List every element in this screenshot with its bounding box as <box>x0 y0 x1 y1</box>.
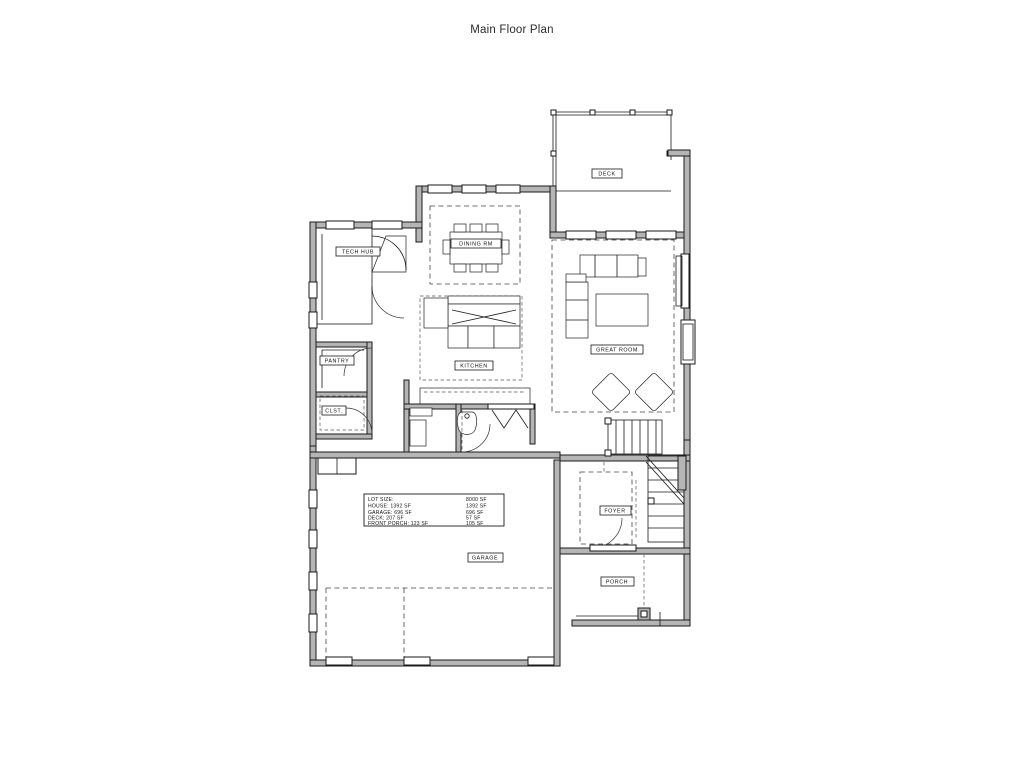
pantry-closet-block <box>315 341 373 440</box>
svg-text:DINING RM: DINING RM <box>459 241 493 247</box>
page-title: Main Floor Plan <box>470 24 554 36</box>
room-label-tech-hub: TECH HUB <box>335 246 381 257</box>
svg-text:KITCHEN: KITCHEN <box>460 363 488 369</box>
room-label-closet: CLST. <box>321 405 347 416</box>
area-row-label-4: FRONT PORCH: 123 SF <box>368 521 428 527</box>
dining-room <box>427 184 521 285</box>
area-row-label-0: LOT SIZE: <box>368 497 394 503</box>
front-porch <box>571 554 661 627</box>
staircase <box>604 417 687 543</box>
room-labels: TECH HUB DINING RM KITCHEN GREAT ROOM DE… <box>319 168 644 587</box>
kitchen-area <box>419 295 531 405</box>
area-row-value-0: 8000 SF <box>466 497 487 503</box>
area-row-value-3: 57 SF <box>466 515 481 521</box>
room-label-deck: DECK <box>591 168 623 179</box>
svg-text:DECK: DECK <box>598 171 615 177</box>
deck-area <box>550 109 673 194</box>
area-row-label-3: DECK: 207 SF <box>368 515 404 521</box>
area-row-value-1: 1392 SF <box>466 503 487 509</box>
svg-text:TECH HUB: TECH HUB <box>342 249 374 255</box>
foyer-area <box>579 462 637 552</box>
mudroom-powder-room <box>403 379 536 453</box>
svg-text:PANTRY: PANTRY <box>325 358 350 364</box>
svg-text:FOYER: FOYER <box>604 508 625 514</box>
svg-text:GARAGE: GARAGE <box>472 555 498 561</box>
room-label-porch: PORCH <box>600 576 635 587</box>
tech-hub-room <box>308 220 407 329</box>
room-label-foyer: FOYER <box>599 505 632 516</box>
great-room <box>551 230 696 413</box>
room-label-pantry: PANTRY <box>319 355 355 366</box>
area-schedule: LOT SIZE: 8000 SF HOUSE: 1392 SF 1392 SF… <box>363 493 505 527</box>
room-label-dining-rm: DINING RM <box>450 238 502 249</box>
room-label-garage: GARAGE <box>467 552 504 563</box>
room-label-kitchen: KITCHEN <box>454 360 494 371</box>
area-row-value-4: 105 SF <box>466 521 484 527</box>
area-row-value-2: 696 SF <box>466 510 484 516</box>
area-row-label-2: GARAGE: 696 SF <box>368 510 412 516</box>
room-label-great-room: GREAT ROOM <box>590 344 644 355</box>
svg-text:GREAT ROOM: GREAT ROOM <box>596 347 638 353</box>
garage-area <box>308 457 555 666</box>
area-row-label-1: HOUSE: 1392 SF <box>368 503 411 509</box>
svg-text:CLST.: CLST. <box>325 408 342 414</box>
svg-text:PORCH: PORCH <box>606 579 628 585</box>
